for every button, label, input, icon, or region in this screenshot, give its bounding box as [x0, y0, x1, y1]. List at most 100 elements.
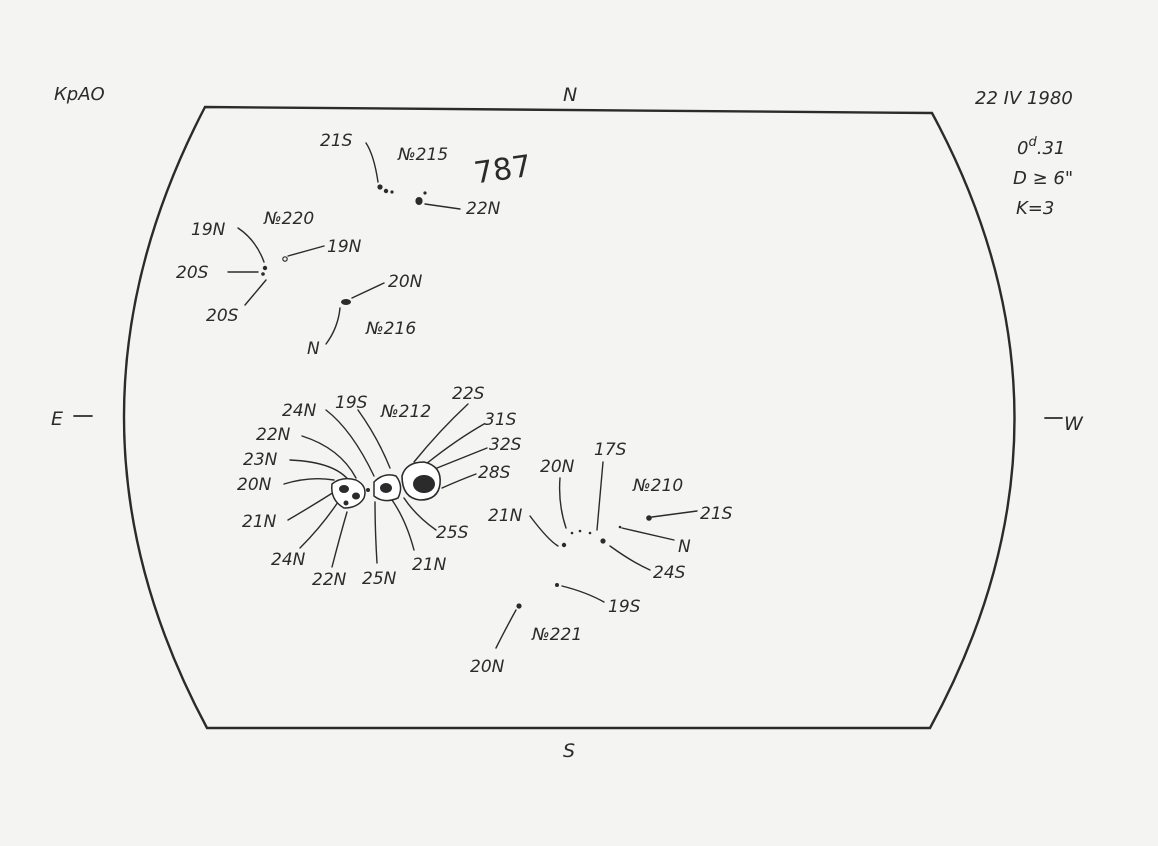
leaders-210 — [529, 461, 698, 571]
label-210-17S: 17S — [594, 440, 627, 460]
east-label: E — [51, 408, 63, 430]
label-220-19N-right: 19N — [327, 237, 362, 257]
leader-212-19S — [357, 409, 391, 469]
leader-212-21N-bottom — [391, 499, 415, 551]
label-221-19S: 19S — [608, 597, 641, 617]
disk-frame — [122, 105, 1016, 730]
leader-212-22N — [301, 435, 357, 479]
spot-220-b — [261, 272, 265, 276]
north-label: N — [563, 84, 577, 106]
umbra-212-east-a — [339, 485, 349, 493]
penumbra-212-east — [331, 477, 366, 509]
leader-212-28S — [441, 473, 477, 489]
spot-210-c — [561, 542, 567, 548]
label-212-22S: 22S — [452, 384, 485, 404]
label-210-21S: 21S — [700, 504, 733, 524]
leader-215-22N — [424, 203, 461, 210]
region-215-label: №215 — [397, 145, 448, 165]
umbra-212-west — [413, 475, 435, 493]
spots-212 — [331, 461, 441, 509]
diameter-label: D ≥ 6" — [1013, 168, 1073, 189]
time-sup: d — [1028, 135, 1037, 150]
spot-212-small-a — [343, 500, 349, 506]
time-label: 0d.31 — [1017, 135, 1065, 159]
label-220-20S-left: 20S — [176, 263, 209, 283]
label-212-23N: 23N — [243, 450, 278, 470]
leader-216-20N — [351, 282, 385, 299]
leader-212-22N-bottom — [331, 511, 348, 568]
time-frac: .31 — [1037, 138, 1066, 159]
label-216-N: N — [307, 339, 320, 359]
label-220-20S-bottom: 20S — [206, 306, 239, 326]
spot-215-b — [383, 188, 389, 194]
spot-212-small-b — [366, 488, 370, 492]
leader-210-N — [621, 527, 675, 541]
spot-220-c — [282, 256, 288, 262]
region-221-label: №221 — [531, 625, 582, 645]
leader-220-19N-left — [237, 227, 265, 263]
label-210-21N: 21N — [488, 506, 523, 526]
leader-212-24N — [325, 409, 375, 477]
pencil-note: 787 — [472, 149, 534, 192]
leader-210-21S — [651, 510, 698, 518]
label-212-22N-bottom: 22N — [312, 570, 347, 590]
umbra-212-mid — [380, 483, 392, 493]
region-212-label: №212 — [380, 402, 431, 422]
k-label: K=3 — [1016, 198, 1054, 219]
spot-210-f — [588, 531, 592, 535]
label-212-19S: 19S — [335, 393, 368, 413]
umbra-212-east-b — [352, 492, 360, 500]
label-215-22N: 22N — [466, 199, 501, 219]
spot-215-a — [377, 184, 383, 190]
leader-216-N — [325, 307, 341, 345]
south-label: S — [563, 740, 575, 762]
spot-216 — [341, 299, 351, 305]
date-label: 22 IV 1980 — [975, 88, 1073, 109]
spot-210-a — [646, 515, 652, 521]
leader-220-19N-right — [287, 245, 325, 257]
label-212-31S: 31S — [484, 410, 517, 430]
spot-221-a — [555, 583, 559, 587]
spot-215-d — [415, 197, 423, 205]
leader-221-19S — [561, 585, 605, 603]
spot-210-g — [618, 525, 622, 529]
spot-210-e — [578, 529, 582, 533]
leader-212-32S — [431, 447, 488, 471]
label-212-24N-bottom: 24N — [271, 550, 306, 570]
label-210-20N: 20N — [540, 457, 575, 477]
spot-210-b — [600, 538, 606, 544]
leader-212-20N — [283, 477, 335, 485]
label-210-24S: 24S — [653, 563, 686, 583]
leader-212-24N-bottom — [299, 501, 339, 549]
leader-212-22S — [413, 403, 469, 463]
spot-215-e — [423, 191, 427, 195]
leader-212-25N — [374, 501, 378, 564]
label-212-21N-left: 21N — [242, 512, 277, 532]
leader-210-24S — [609, 545, 651, 571]
label-216-20N: 20N — [388, 272, 423, 292]
leader-215-21S — [365, 142, 379, 183]
label-212-24N: 24N — [282, 401, 317, 421]
label-212-25S: 25S — [436, 523, 469, 543]
leader-210-20N — [558, 477, 567, 529]
label-212-28S: 28S — [478, 463, 511, 483]
region-210-label: №210 — [632, 476, 683, 496]
spot-215-c — [390, 190, 394, 194]
region-216-label: №216 — [365, 319, 416, 339]
leader-210-21N — [529, 515, 559, 547]
west-label: W — [1064, 413, 1084, 435]
leader-212-25S — [403, 497, 437, 531]
label-212-20N: 20N — [237, 475, 272, 495]
label-212-25N: 25N — [362, 569, 397, 589]
observatory-label: КрАО — [54, 84, 105, 105]
leader-221-20N — [495, 609, 517, 649]
leader-210-17S — [596, 461, 604, 531]
label-212-21N-bottom: 21N — [412, 555, 447, 575]
leader-220-20S-bottom — [244, 279, 267, 306]
spot-220-a — [262, 265, 268, 271]
leader-212-21N-left — [287, 491, 335, 521]
spot-221-b — [516, 603, 522, 609]
region-220-label: №220 — [263, 209, 314, 229]
label-210-N: N — [678, 537, 691, 557]
